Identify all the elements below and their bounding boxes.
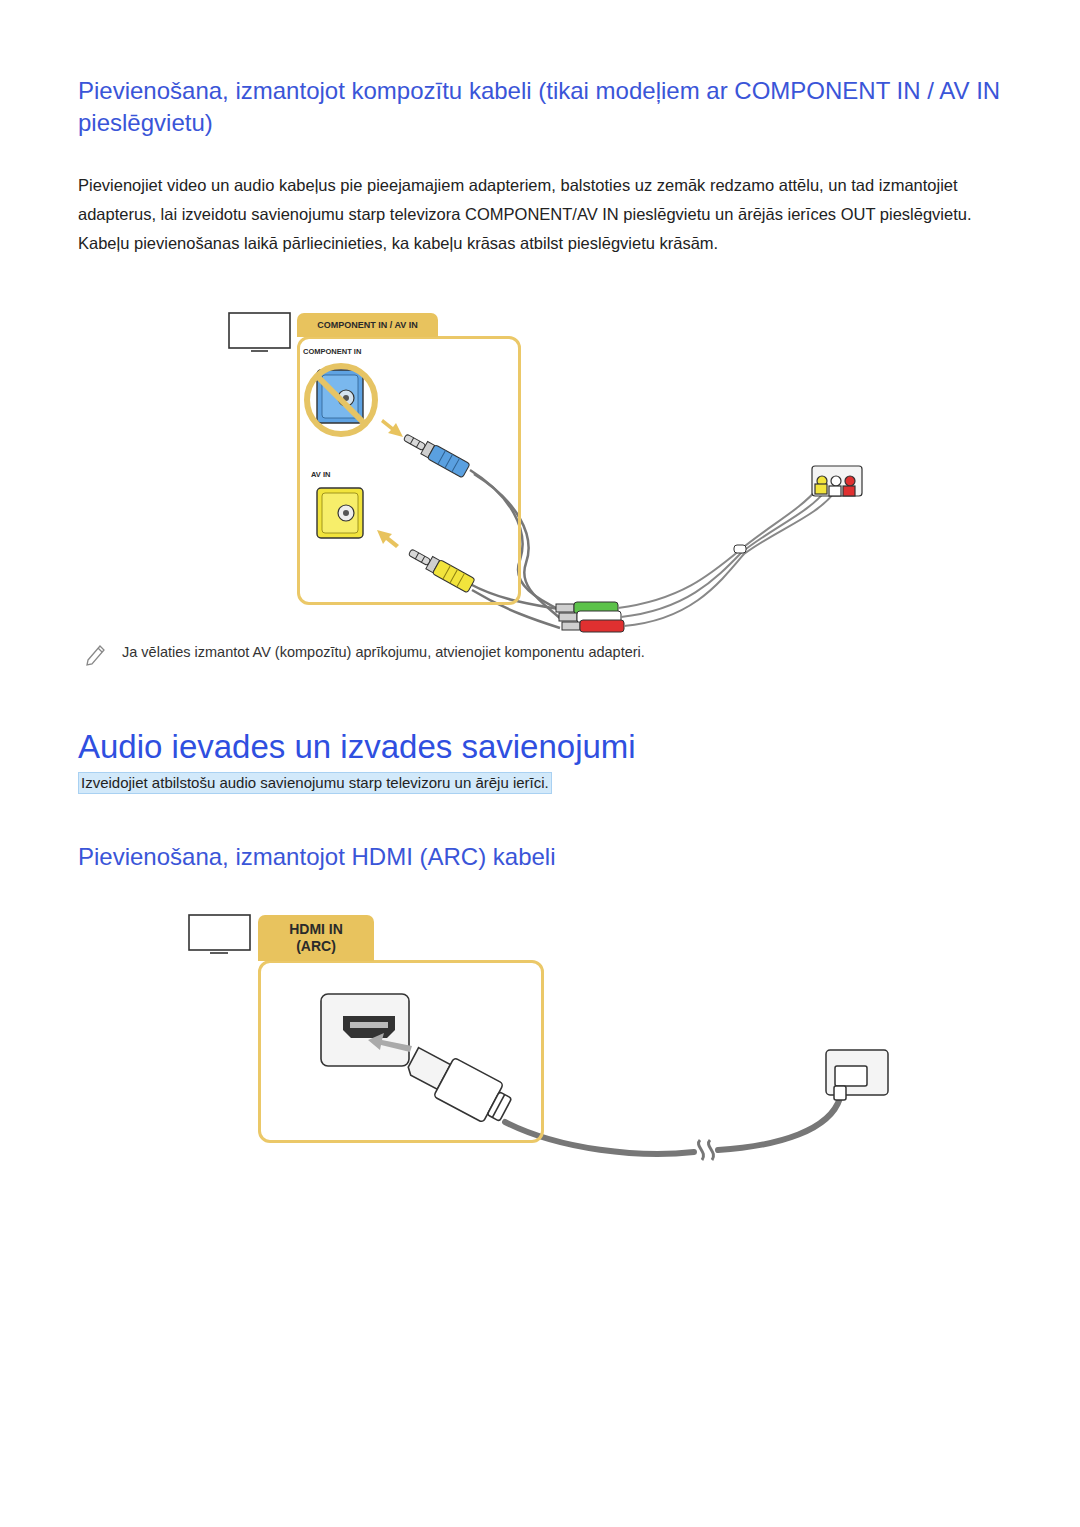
rca-adapter — [845, 476, 855, 486]
direction-arrow — [377, 419, 403, 548]
device-port — [834, 1086, 846, 1100]
jack-plug — [457, 573, 465, 587]
hdmi-port — [321, 994, 409, 1066]
rca-plug — [559, 613, 577, 621]
prohibition-sign — [317, 376, 365, 424]
note-icon — [98, 648, 102, 652]
tv-icon — [189, 915, 250, 953]
note-text: Ja vēlaties izmantot AV (kompozītu) aprī… — [122, 642, 1022, 662]
rca-plug — [556, 602, 624, 632]
jack-plug — [450, 569, 458, 583]
tv-icon — [229, 313, 290, 348]
av-port — [322, 493, 358, 533]
hdmi-port — [321, 994, 409, 1066]
panel-frame — [258, 960, 544, 1143]
rca-adapter — [829, 486, 841, 496]
jack-plug — [408, 549, 431, 566]
jack-plug — [427, 445, 470, 478]
hdmi-plug — [492, 1095, 504, 1118]
panel-tab: HDMI IN (ARC) — [258, 915, 374, 961]
note-icon — [87, 646, 104, 665]
av-port — [343, 510, 349, 516]
cable — [470, 470, 560, 610]
jack-plug — [401, 430, 470, 478]
hdmi-port — [350, 1022, 388, 1028]
jack-plug — [432, 560, 475, 593]
jack-plug — [438, 450, 446, 464]
tv-icon — [251, 350, 268, 352]
section-heading: Pievienošana, izmantojot kompozītu kabel… — [78, 75, 1013, 139]
connector-panel: COMPONENT IN / AV IN COMPONENT IN AV IN — [297, 313, 521, 605]
jack-plug — [403, 434, 426, 451]
av-port — [317, 488, 363, 538]
rca-adapter — [812, 466, 862, 496]
cable — [624, 490, 836, 626]
cable — [618, 488, 836, 626]
connector-panel: HDMI IN (ARC) — [258, 915, 544, 1143]
port-label-box: AV IN — [311, 470, 363, 490]
cable — [505, 1098, 840, 1154]
jack-plug — [406, 545, 475, 593]
jack-plug — [452, 458, 460, 472]
direction-arrow — [368, 1033, 412, 1052]
hdmi-port — [343, 1016, 395, 1038]
hdmi-plug — [487, 1092, 512, 1122]
panel-frame — [297, 336, 521, 605]
rca-adapter — [812, 466, 862, 496]
chapter-title: Audio ievades un izvades savienojumi — [78, 727, 1028, 767]
panel-title: COMPONENT IN / AV IN — [317, 320, 418, 331]
cable-break — [698, 1140, 713, 1160]
device-port — [835, 1066, 867, 1086]
jack-plug — [415, 553, 418, 559]
av-port — [317, 488, 363, 538]
tv-icon — [210, 952, 228, 954]
hdmi-plug — [402, 1041, 516, 1130]
tv-icon — [229, 313, 290, 351]
rca-plug — [562, 622, 580, 630]
port-label: COMPONENT IN — [303, 347, 385, 356]
rca-adapter — [843, 486, 855, 496]
rca-adapter — [815, 484, 827, 494]
cable — [621, 490, 826, 617]
cable — [472, 590, 560, 628]
rca-plug — [556, 604, 574, 612]
tv-icon — [189, 915, 250, 950]
direction-arrow — [377, 530, 399, 548]
port-label-box: COMPONENT IN — [303, 347, 385, 367]
panel-title: HDMI IN (ARC) — [283, 921, 349, 955]
highlighted-text: Izveidojiet atbilstošu audio savienojumu… — [78, 772, 552, 794]
jack-plug — [410, 438, 413, 444]
jack-plug — [416, 441, 419, 447]
jack-plug — [421, 556, 424, 562]
device-port — [826, 1050, 888, 1100]
body-text: Pievienojiet video un audio kabeļus pie … — [78, 171, 1018, 258]
panel-tab: COMPONENT IN / AV IN — [297, 313, 438, 337]
section-heading: Pievienošana, izmantojot HDMI (ARC) kabe… — [78, 841, 1028, 873]
rca-plug — [580, 620, 624, 632]
rca-adapter — [831, 476, 841, 486]
cable-tie — [734, 545, 746, 553]
cable — [505, 1122, 694, 1154]
jack-plug — [445, 454, 453, 468]
direction-arrow — [381, 419, 403, 437]
jack-plug — [443, 565, 451, 579]
prohibition-sign — [307, 366, 375, 434]
note-icon — [87, 646, 104, 665]
port-label: AV IN — [311, 470, 363, 479]
cable — [618, 488, 818, 608]
prohibition-sign — [307, 366, 375, 434]
av-port — [338, 505, 354, 521]
cable — [718, 1098, 840, 1150]
